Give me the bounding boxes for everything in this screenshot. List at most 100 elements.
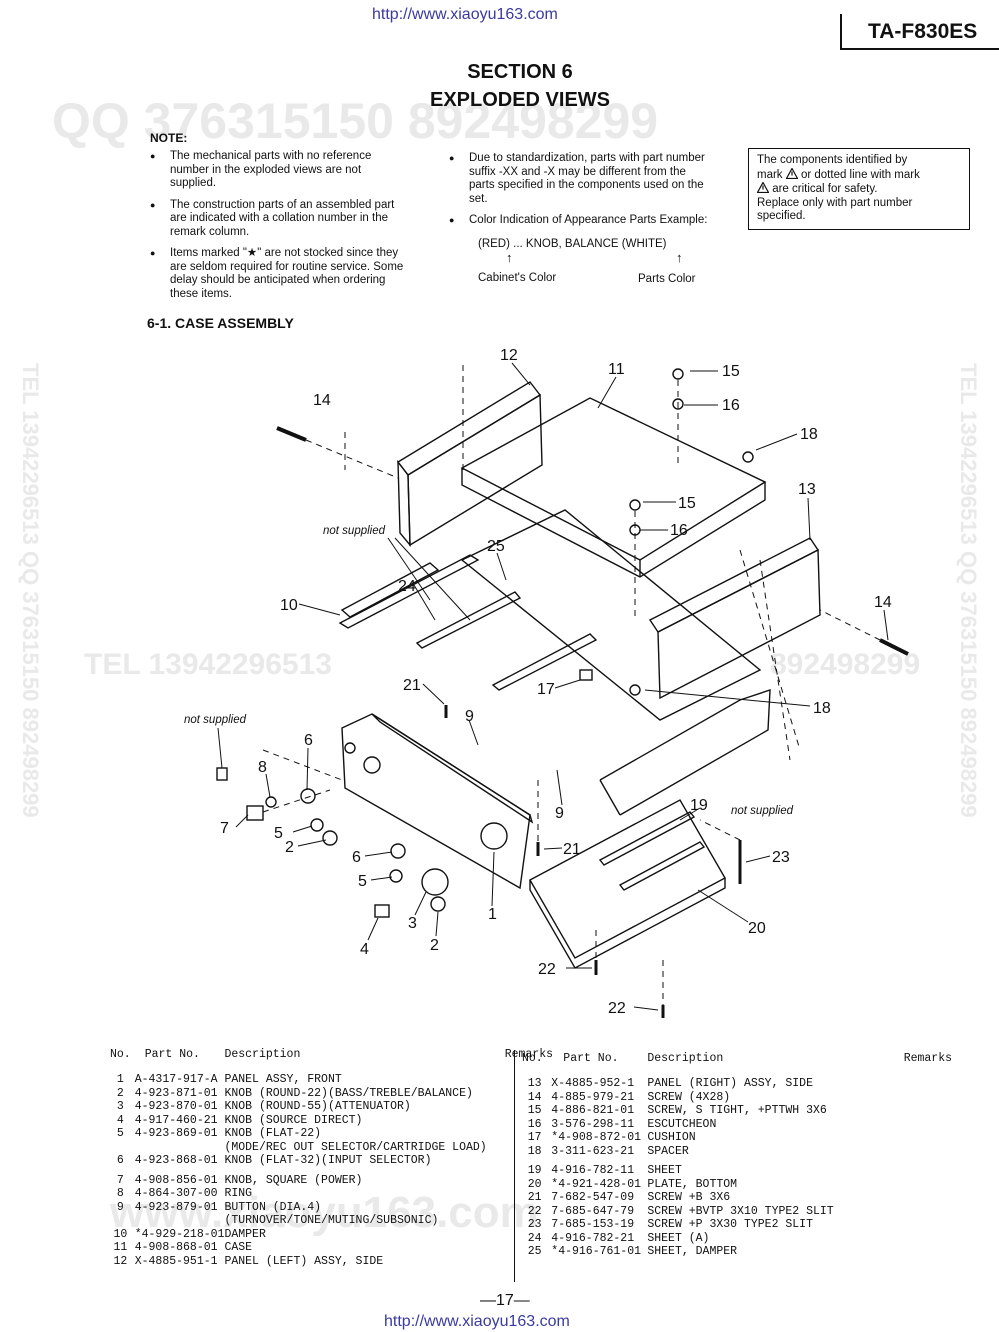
cell-description: SPACER xyxy=(647,1144,689,1158)
cell-part-no: 4-923-871-01 xyxy=(134,1086,218,1100)
cell-part-no: 3-311-623-21 xyxy=(551,1144,635,1158)
safety-caution-box: The components identified by mark or dot… xyxy=(748,148,970,230)
not-supplied-label: not supplied xyxy=(184,714,247,726)
cell-remarks xyxy=(834,1077,952,1091)
cell-no: 7 xyxy=(116,1173,124,1187)
callout-3: 3 xyxy=(408,915,417,932)
cell-remarks xyxy=(834,1191,952,1205)
callout-16: 16 xyxy=(722,397,740,414)
caution-text: mark xyxy=(757,168,783,181)
cell-no: 25 xyxy=(527,1245,542,1258)
not-supplied-label: not supplied xyxy=(731,805,794,817)
cell-description: CUSHION xyxy=(647,1131,696,1144)
table-header-row: No. Part No. Description Remarks xyxy=(522,1052,952,1077)
caution-line: The components identified by xyxy=(757,154,908,166)
callout-5: 5 xyxy=(358,873,367,890)
cell-description: KNOB (FLAT-22) xyxy=(224,1127,322,1140)
note-left-list: The mechanical parts with no reference n… xyxy=(150,150,410,309)
callout-13: 13 xyxy=(798,481,816,498)
cell-description: PLATE, BOTTOM xyxy=(647,1177,738,1191)
cell-part-no: *4-916-761-01 xyxy=(551,1245,642,1258)
exploded-view-diagram: 12 11 15 16 14 18 13 15 16 25 24 14 10 2… xyxy=(184,347,909,1018)
note-item: The construction parts of an assembled p… xyxy=(150,199,410,240)
callout-11: 11 xyxy=(608,361,625,378)
callout-14: 14 xyxy=(874,594,892,611)
callout-8: 8 xyxy=(258,759,267,776)
callout-21: 21 xyxy=(563,841,581,858)
caution-line: mark or dotted line with mark xyxy=(757,167,961,183)
watermark-bottom: www.xiaoyu163.com xyxy=(110,1188,539,1237)
cell-remarks xyxy=(834,1245,952,1259)
section-title: SECTION 6 EXPLODED VIEWS xyxy=(320,58,720,114)
watermark-tel-mid: TEL 13942296513 xyxy=(84,648,332,681)
callout-19: 19 xyxy=(690,797,708,814)
table-row: (TURNOVER/TONE/MUTING/SUBSONIC) xyxy=(110,1214,553,1228)
cell-remarks xyxy=(834,1131,952,1145)
cell-no: 6 xyxy=(116,1154,124,1167)
cell-description: SCREW, S TIGHT, +PTTWH 3X6 xyxy=(647,1104,827,1117)
cell-no: 9 xyxy=(116,1200,124,1214)
cell-part-no: 4-885-979-21 xyxy=(551,1090,635,1104)
cell-part-no: X-4885-952-1 xyxy=(551,1077,635,1090)
callout-4: 4 xyxy=(360,941,369,958)
caution-line: Replace only with part number specified. xyxy=(757,196,913,223)
color-example: (RED) ... KNOB, BALANCE (WHITE) xyxy=(478,238,667,250)
callout-16: 16 xyxy=(670,522,688,539)
cell-description: KNOB (ROUND-22)(BASS/TREBLE/BALANCE) xyxy=(224,1086,473,1100)
cell-remarks xyxy=(834,1205,952,1219)
cell-description: DAMPER xyxy=(224,1227,266,1241)
cell-no: 20 xyxy=(527,1177,542,1191)
cell-part-no xyxy=(131,1141,225,1155)
cell-remarks xyxy=(834,1091,952,1105)
cell-no xyxy=(110,1141,131,1155)
col-header-remarks: Remarks xyxy=(504,1048,553,1061)
cell-description: PANEL (RIGHT) ASSY, SIDE xyxy=(647,1077,813,1090)
callout-5: 5 xyxy=(274,825,283,842)
cell-description: SCREW +BVTP 3X10 TYPE2 SLIT xyxy=(647,1204,834,1218)
col-header-no: No. xyxy=(522,1052,543,1065)
cell-description: (TURNOVER/TONE/MUTING/SUBSONIC) xyxy=(224,1214,439,1227)
cell-part-no: *4-929-218-01 xyxy=(134,1227,225,1241)
source-url-top[interactable]: http://www.xiaoyu163.com xyxy=(372,6,558,23)
cell-part-no: 4-908-868-01 xyxy=(134,1241,218,1254)
cell-no: 8 xyxy=(116,1187,124,1200)
col-header-description: Description xyxy=(224,1048,301,1061)
col-header-description: Description xyxy=(647,1052,724,1065)
cell-no: 1 xyxy=(116,1073,124,1086)
cell-part-no: 3-576-298-11 xyxy=(551,1117,635,1131)
cell-no: 13 xyxy=(527,1077,542,1090)
cell-remarks xyxy=(834,1218,952,1232)
note-item: The mechanical parts with no reference n… xyxy=(150,150,410,191)
page-number: —17— xyxy=(480,1292,530,1309)
col-header-part-no: Part No. xyxy=(563,1052,619,1065)
note-right-list: Due to standardization, parts with part … xyxy=(449,152,709,228)
subsection-title: 6-1. CASE ASSEMBLY xyxy=(147,315,294,331)
cell-no: 3 xyxy=(116,1100,124,1113)
cell-remarks xyxy=(834,1178,952,1192)
cell-part-no: 7-682-547-09 xyxy=(551,1191,635,1204)
caution-text: or dotted line with mark xyxy=(800,168,920,181)
source-url-bottom[interactable]: http://www.xiaoyu163.com xyxy=(384,1313,570,1330)
cell-part-no: 4-923-868-01 xyxy=(134,1154,218,1167)
cell-no: 12 xyxy=(113,1254,128,1268)
callout-2: 2 xyxy=(285,839,294,856)
cell-description: BUTTON (DIA.4) xyxy=(224,1200,322,1214)
caution-text: are critical for safety. xyxy=(772,183,878,195)
callout-6: 6 xyxy=(304,732,313,749)
caution-line: are critical for safety. xyxy=(757,182,961,197)
cell-description: CASE xyxy=(224,1241,253,1254)
cell-description: (MODE/REC OUT SELECTOR/CARTRIDGE LOAD) xyxy=(224,1140,487,1154)
cell-no: 24 xyxy=(527,1231,542,1245)
cell-part-no: 7-685-153-19 xyxy=(551,1218,635,1231)
